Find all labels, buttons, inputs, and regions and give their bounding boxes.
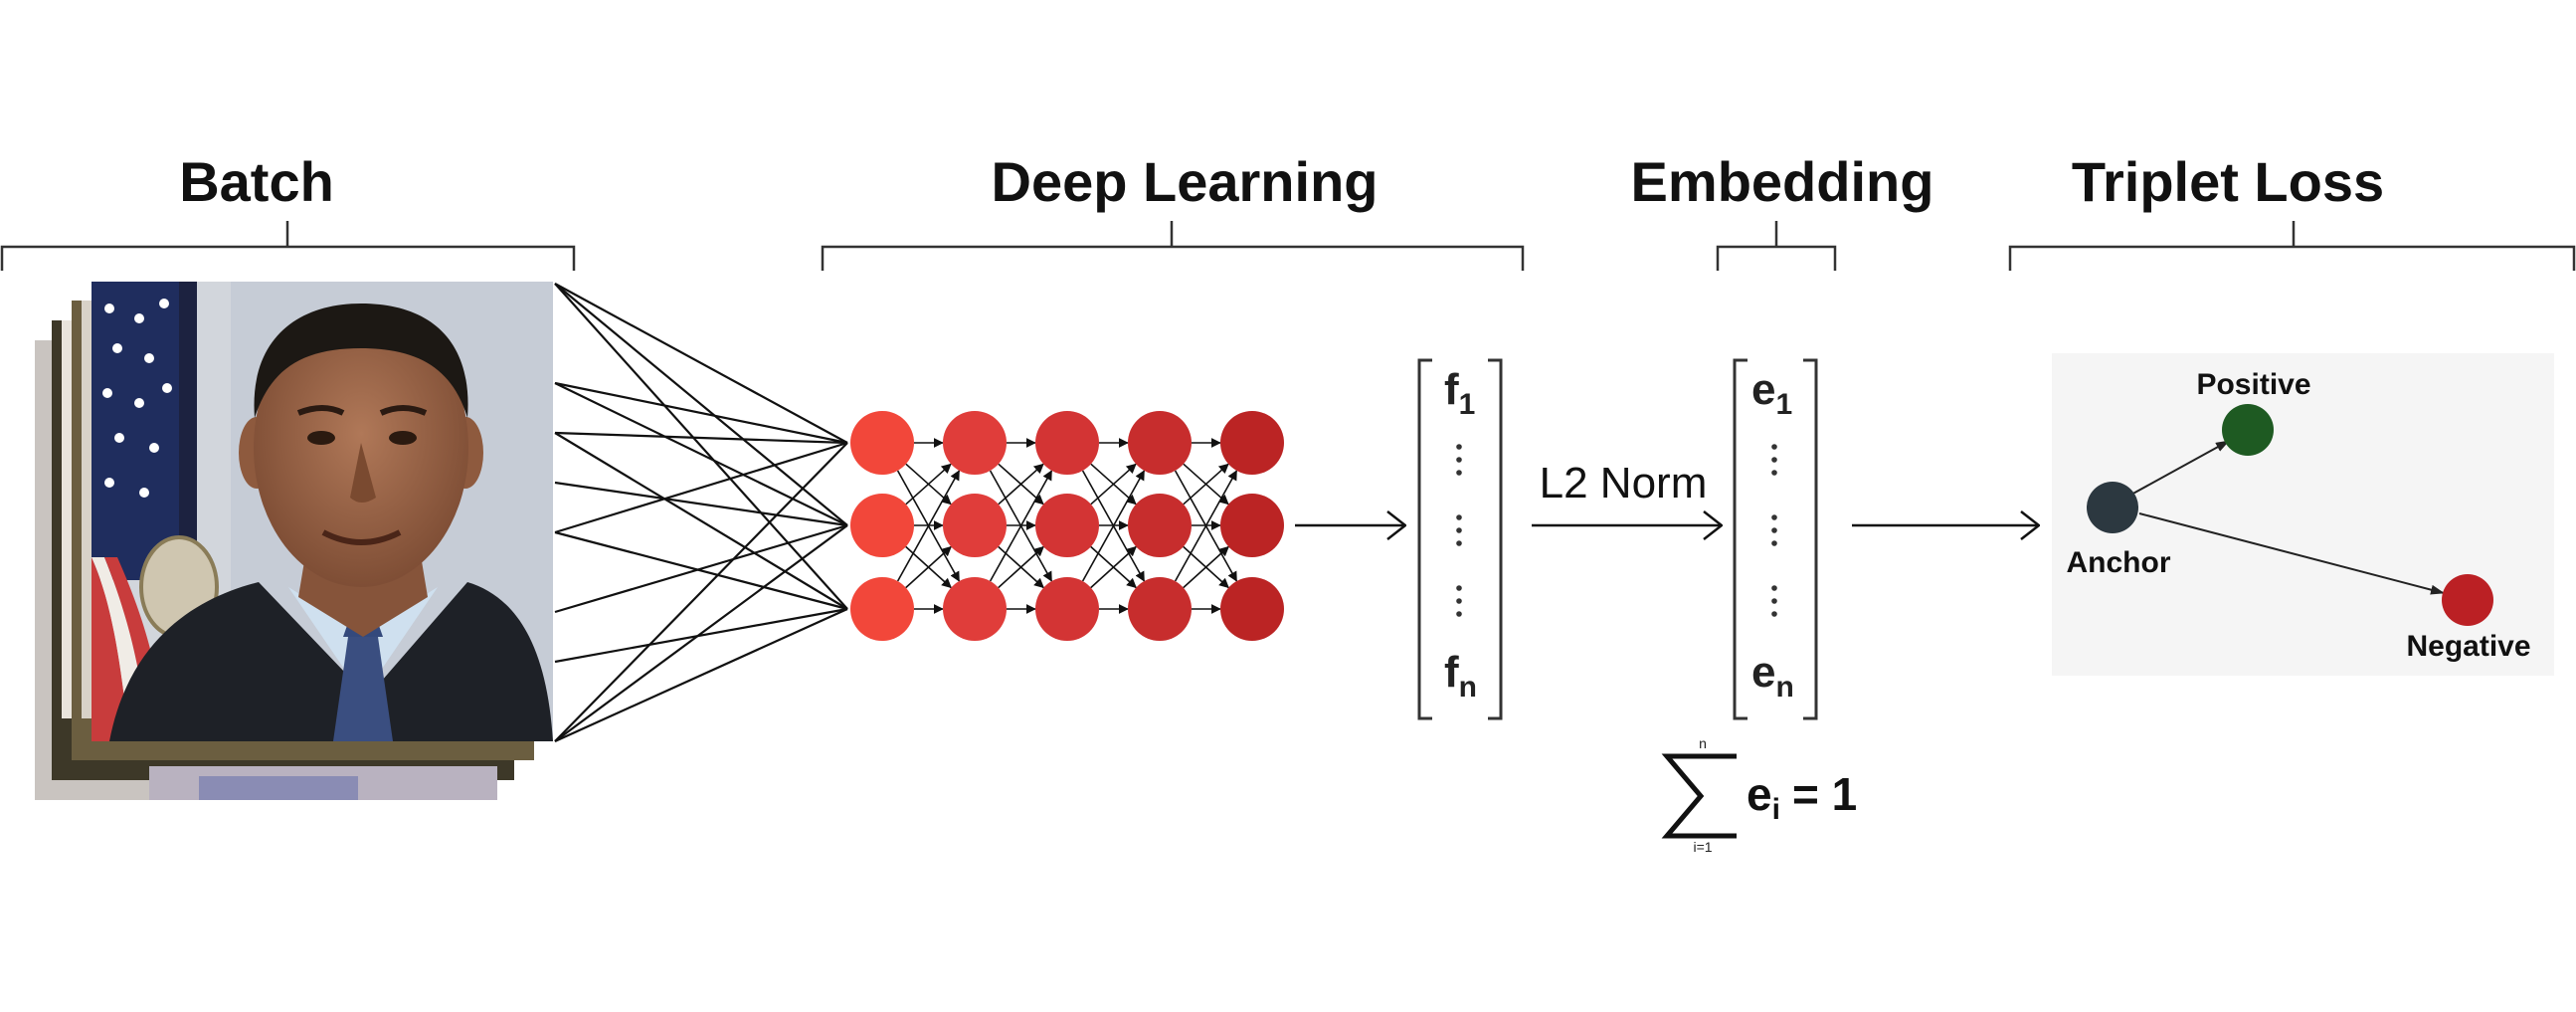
portrait-photo-icon bbox=[92, 282, 553, 741]
feature-last-entry: fn bbox=[1444, 648, 1477, 704]
section-title-deep-learning: Deep Learning bbox=[992, 150, 1379, 213]
edge-anchor-positive bbox=[2128, 440, 2230, 497]
negative-node bbox=[2442, 574, 2493, 626]
network-edge bbox=[989, 470, 1053, 582]
embedding-last-sub: n bbox=[1775, 671, 1793, 704]
neuron-node bbox=[1220, 577, 1284, 641]
edge-anchor-negative bbox=[2138, 512, 2445, 595]
network-edge bbox=[998, 463, 1044, 506]
feature-first-base: f bbox=[1444, 365, 1459, 414]
section-title-batch: Batch bbox=[179, 150, 334, 213]
neuron-node bbox=[1035, 411, 1099, 475]
sum-lower-limit: i=1 bbox=[1693, 839, 1712, 855]
neuron-node bbox=[1220, 411, 1284, 475]
normalization-formula: n i=1 ei = 1 bbox=[1661, 735, 1857, 855]
neuron-node bbox=[850, 577, 914, 641]
network-edge bbox=[1090, 545, 1137, 589]
neuron-node bbox=[1128, 494, 1192, 557]
feature-first-sub: 1 bbox=[1459, 388, 1476, 421]
negative-label: Negative bbox=[2406, 630, 2530, 663]
embedding-first-base: e bbox=[1751, 365, 1775, 414]
neuron-node bbox=[850, 494, 914, 557]
network-edge bbox=[1183, 545, 1229, 589]
anchor-node bbox=[2087, 482, 2138, 533]
feature-first-entry: f1 bbox=[1444, 365, 1475, 421]
formula-term: ei = 1 bbox=[1747, 768, 1857, 826]
feature-vector-ellipsis bbox=[1456, 444, 1462, 617]
batch-photo-stack bbox=[35, 282, 553, 800]
section-brackets bbox=[0, 221, 2576, 271]
feature-last-base: f bbox=[1444, 648, 1459, 697]
embedding-last-entry: en bbox=[1751, 648, 1794, 704]
neuron-node bbox=[1128, 411, 1192, 475]
embedding-first-sub: 1 bbox=[1775, 388, 1792, 421]
neural-network bbox=[850, 411, 1284, 641]
bracket-embedding bbox=[1716, 221, 1837, 271]
section-title-embedding: Embedding bbox=[1631, 150, 1934, 213]
positive-node bbox=[2222, 404, 2274, 456]
network-edge bbox=[1174, 470, 1238, 582]
input-connections bbox=[554, 283, 848, 743]
triplet-loss-panel: Positive Anchor Negative bbox=[2052, 353, 2554, 676]
bracket-triplet-loss bbox=[2008, 221, 2576, 271]
formula-term-base: e bbox=[1747, 768, 1772, 820]
neuron-node bbox=[1035, 577, 1099, 641]
feature-vector-left-bracket bbox=[1417, 358, 1432, 720]
anchor-label: Anchor bbox=[2067, 546, 2171, 579]
neuron-node bbox=[943, 494, 1007, 557]
embedding-vector-right-bracket bbox=[1803, 358, 1818, 720]
network-edge bbox=[905, 463, 952, 506]
network-edge bbox=[998, 545, 1044, 589]
feature-last-sub: n bbox=[1459, 671, 1477, 704]
neuron-node bbox=[943, 577, 1007, 641]
embedding-vector-left-bracket bbox=[1733, 358, 1748, 720]
neuron-node bbox=[1128, 577, 1192, 641]
bracket-batch bbox=[0, 221, 576, 271]
network-connections bbox=[896, 438, 1238, 614]
network-edge bbox=[1090, 463, 1137, 506]
network-edge bbox=[905, 545, 952, 589]
neuron-node bbox=[1220, 494, 1284, 557]
neuron-node bbox=[1035, 494, 1099, 557]
feature-vector: f1 fn bbox=[1417, 358, 1503, 720]
embedding-vector-ellipsis bbox=[1771, 444, 1777, 617]
network-edge bbox=[896, 470, 961, 582]
neuron-node bbox=[850, 411, 914, 475]
formula-term-sub: i bbox=[1772, 793, 1780, 826]
embedding-last-base: e bbox=[1751, 648, 1775, 697]
formula-equals: = 1 bbox=[1792, 768, 1857, 820]
embedding-vector: e1 en bbox=[1733, 358, 1818, 720]
section-title-triplet-loss: Triplet Loss bbox=[2072, 150, 2384, 213]
embedding-first-entry: e1 bbox=[1751, 365, 1792, 421]
neuron-node bbox=[943, 411, 1007, 475]
network-edge bbox=[1183, 463, 1229, 506]
summation-symbol bbox=[1661, 753, 1737, 839]
positive-label: Positive bbox=[2196, 368, 2310, 401]
l2-norm-label: L2 Norm bbox=[1540, 459, 1708, 507]
network-edge bbox=[1081, 470, 1146, 582]
feature-vector-right-bracket bbox=[1488, 358, 1503, 720]
bracket-deep-learning bbox=[821, 221, 1525, 271]
sum-upper-limit: n bbox=[1699, 735, 1707, 751]
